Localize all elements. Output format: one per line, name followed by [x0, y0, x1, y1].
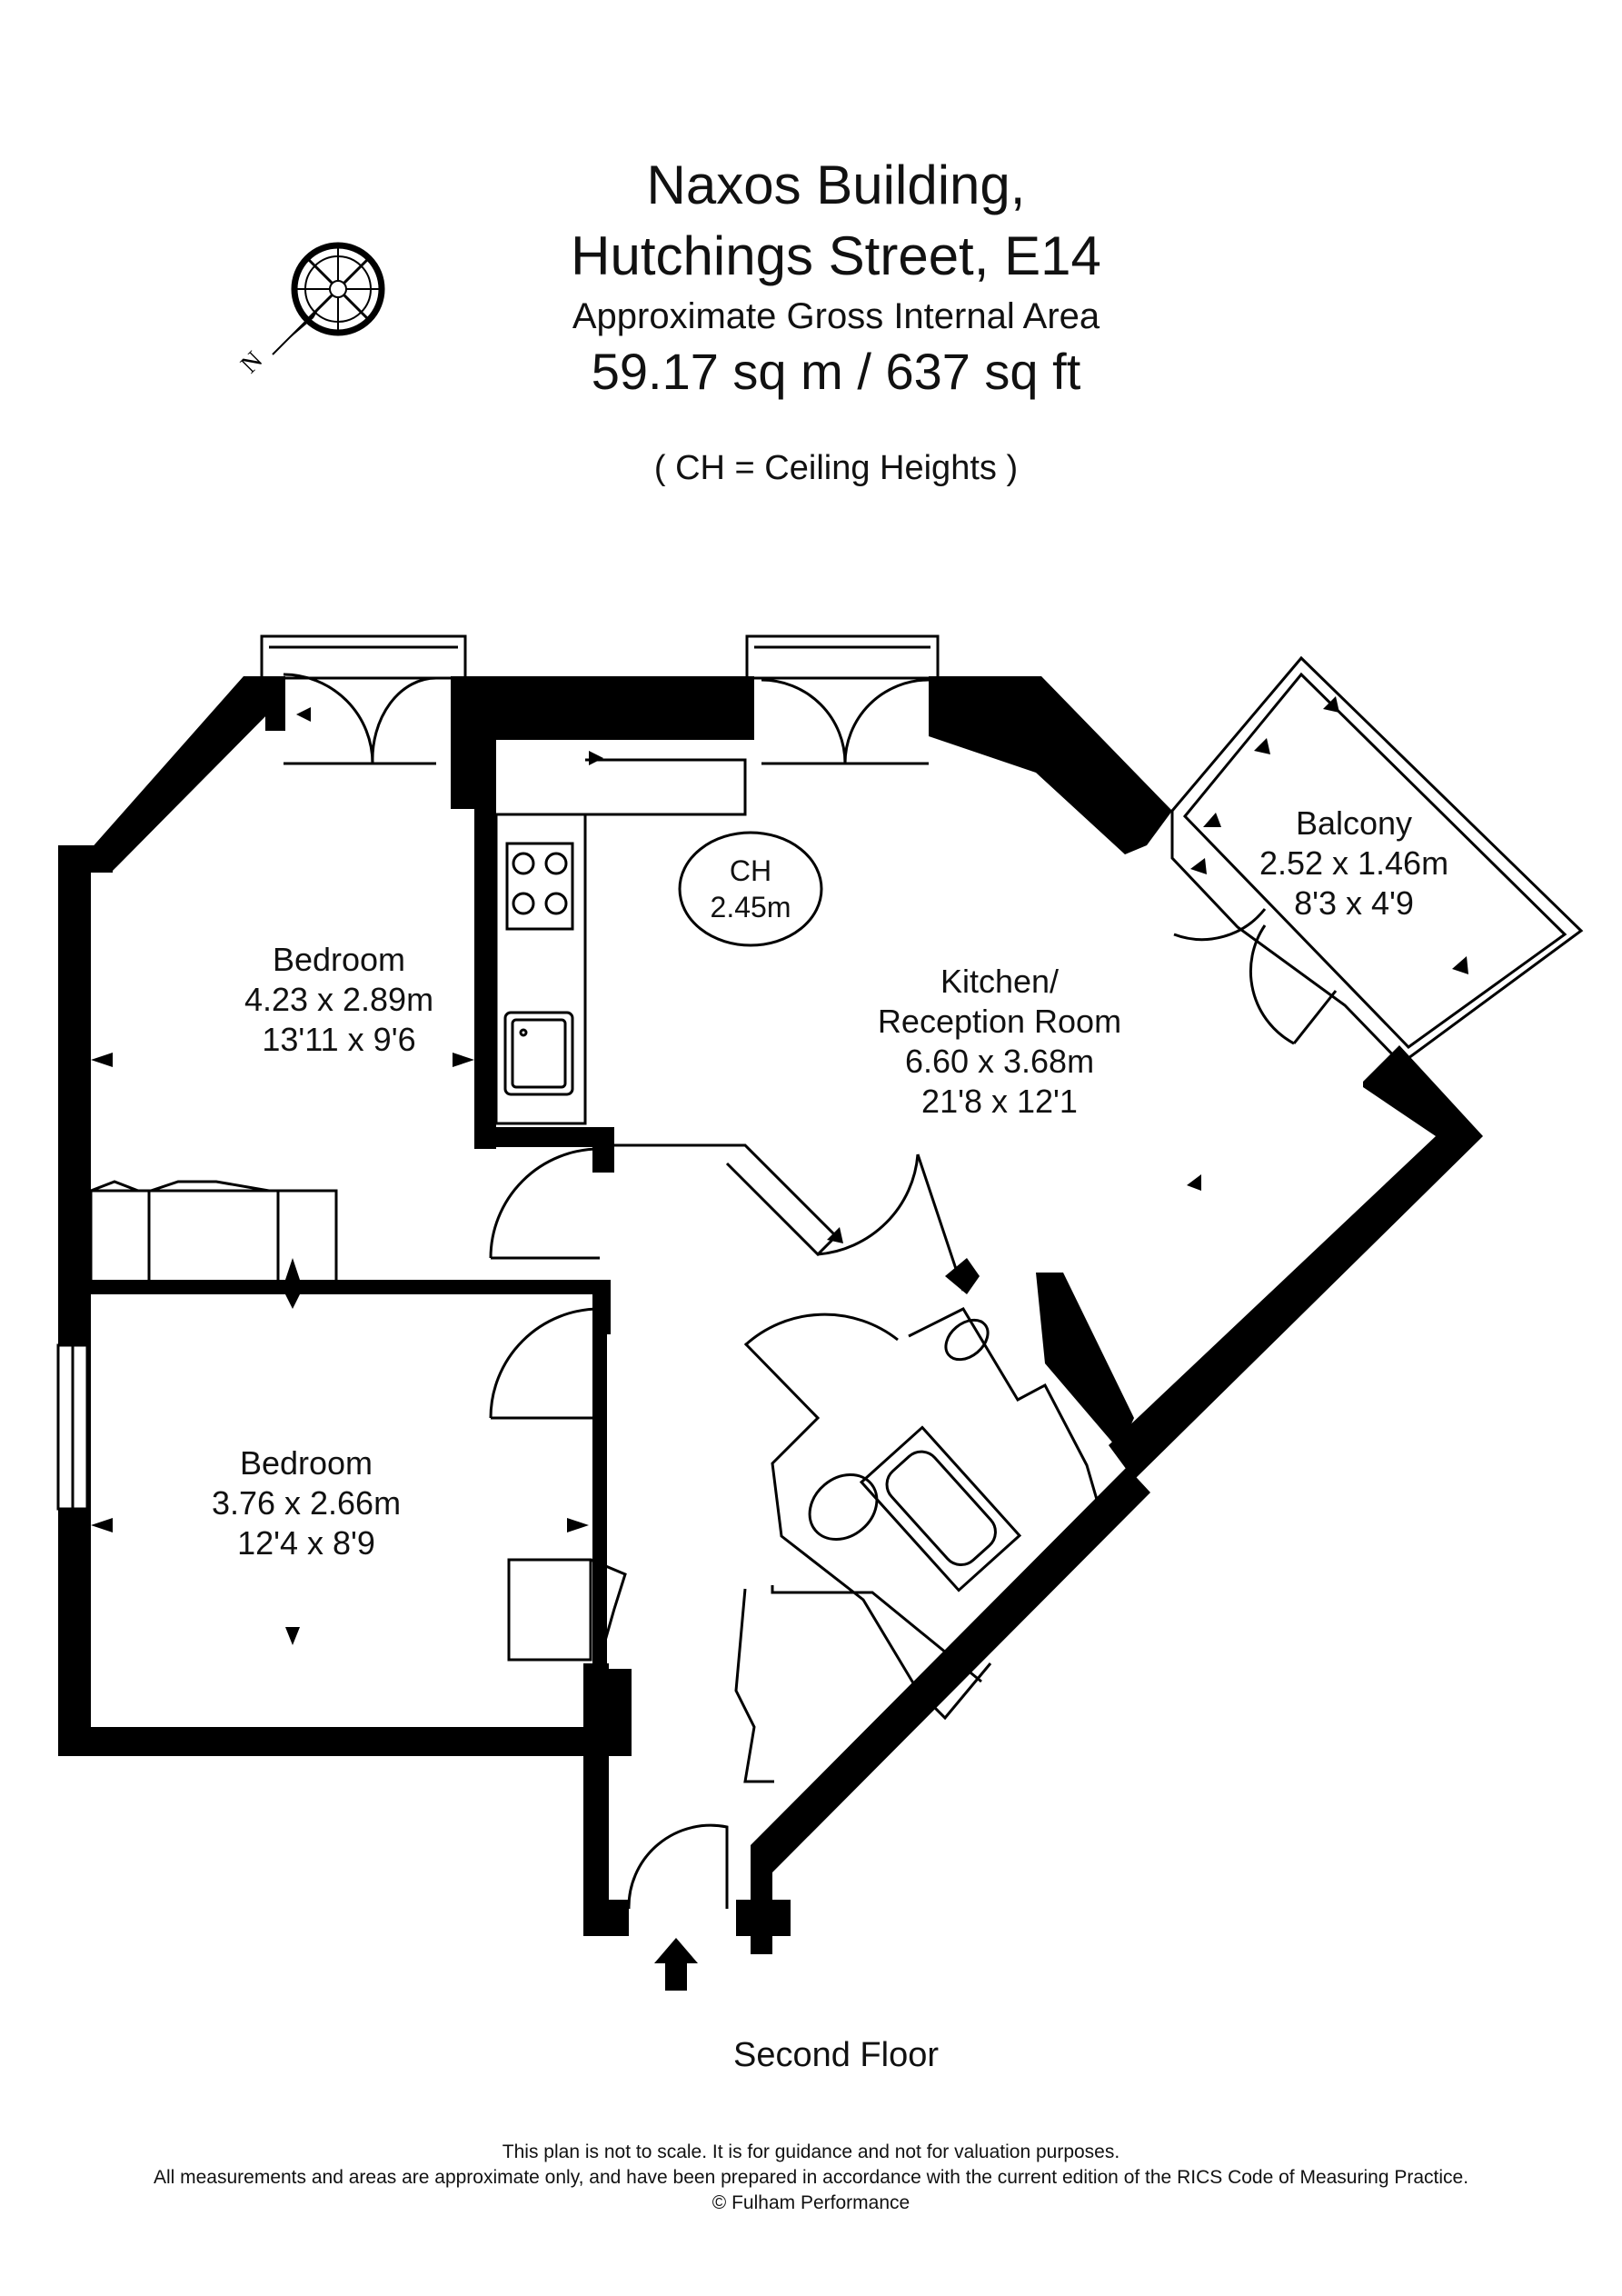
kitchen-name-line-1: Kitchen/ [940, 963, 1060, 1000]
balcony-label: Balcony 2.52 x 1.46m 8'3 x 4'9 [1218, 804, 1490, 923]
kitchen-counter [494, 813, 587, 1125]
bedroom-1-name: Bedroom [272, 941, 406, 978]
ceiling-height-label: CH 2.45m [680, 853, 821, 925]
bedroom-2-label: Bedroom 3.76 x 2.66m 12'4 x 8'9 [165, 1443, 447, 1563]
disclaimer-line-1: This plan is not to scale. It is for gui… [502, 2141, 1120, 2162]
bathroom-fittings [808, 1318, 1022, 1592]
title-line-2: Hutchings Street, E14 [571, 225, 1101, 286]
bedroom-2-metric: 3.76 x 2.66m [211, 1484, 402, 1522]
bedroom-2-name: Bedroom [239, 1444, 373, 1482]
dimension-arrows [91, 696, 1468, 1645]
subtitle: Approximate Gross Internal Area [572, 296, 1100, 336]
kitchen-imperial: 21'8 x 12'1 [921, 1083, 1078, 1120]
gross-area: 59.17 sq m / 637 sq ft [591, 343, 1081, 400]
balcony-name: Balcony [1295, 804, 1413, 842]
copyright: © Fulham Performance [711, 2192, 911, 2213]
bedroom-1-metric: 4.23 x 2.89m [244, 981, 434, 1018]
ceiling-height-code: CH [729, 854, 772, 887]
bedroom-2-imperial: 12'4 x 8'9 [237, 1524, 375, 1562]
kitchen-label: Kitchen/ Reception Room 6.60 x 3.68m 21'… [836, 962, 1163, 1122]
entrance-arrow-icon [654, 1938, 698, 1991]
ceiling-height-value: 2.45m [710, 891, 791, 923]
window-bedroom-top [260, 634, 940, 680]
ceiling-legend: ( CH = Ceiling Heights ) [653, 449, 1019, 487]
compass-north-label: N [235, 346, 268, 379]
bedroom-1-label: Bedroom 4.23 x 2.89m 13'11 x 9'6 [198, 940, 480, 1060]
door-swings [56, 673, 1101, 1910]
disclaimer-line-2: All measurements and areas are approxima… [153, 2167, 1469, 2188]
kitchen-metric: 6.60 x 3.68m [904, 1043, 1095, 1080]
title-line-1: Naxos Building, [646, 155, 1026, 215]
bedroom-1-imperial: 13'11 x 9'6 [262, 1021, 416, 1058]
floor-label: Second Floor [732, 2036, 939, 2074]
balcony-metric: 2.52 x 1.46m [1259, 844, 1449, 882]
compass-icon [272, 242, 385, 355]
balcony-outline [1170, 655, 1584, 1065]
kitchen-name-line-2: Reception Room [877, 1003, 1122, 1040]
ceiling-height-marker [678, 831, 823, 947]
balcony-imperial: 8'3 x 4'9 [1294, 884, 1414, 922]
